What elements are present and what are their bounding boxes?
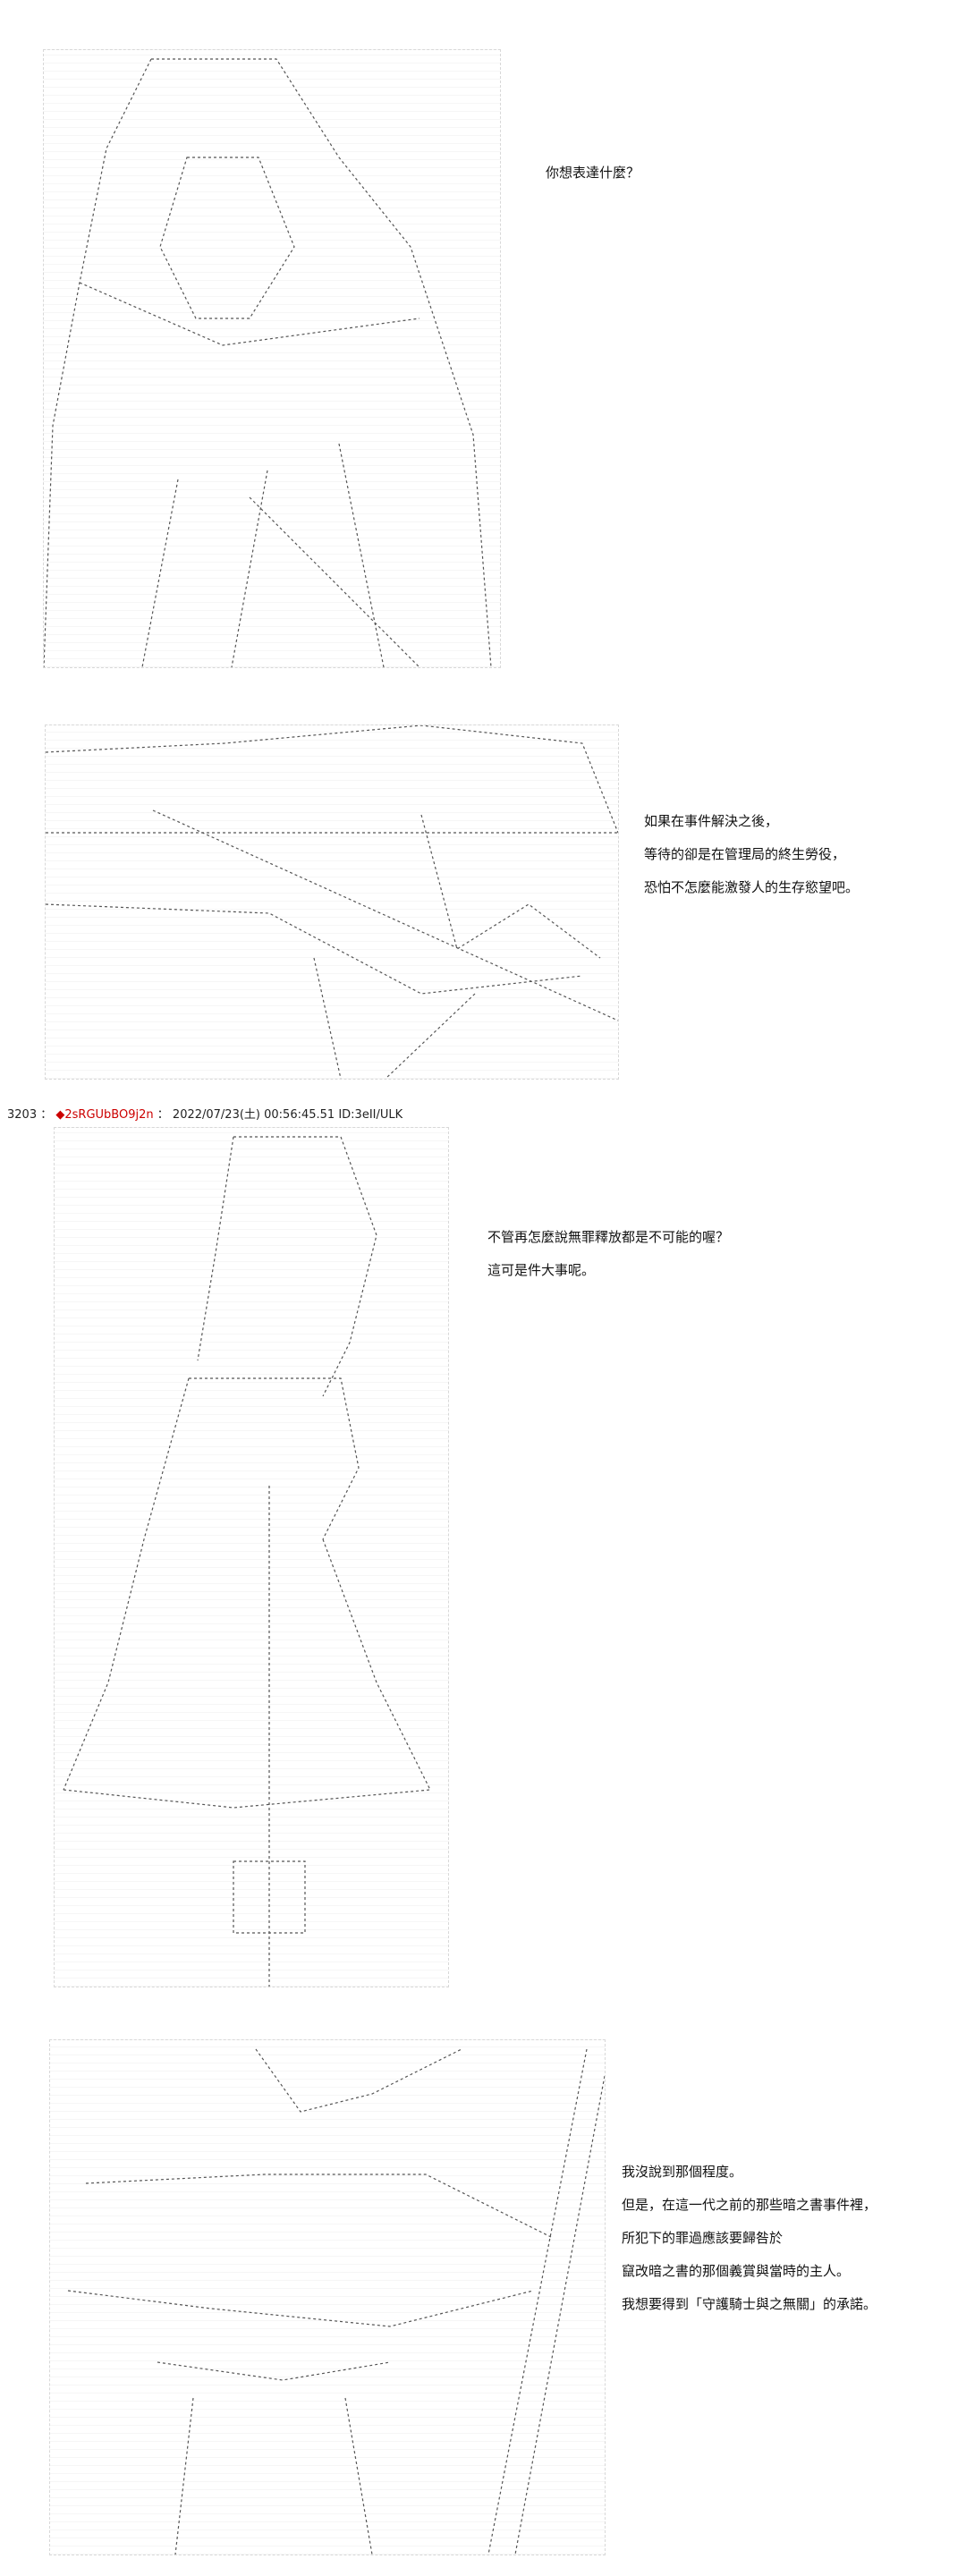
dialog-line: 等待的卻是在管理局的終生勞役， <box>644 846 846 862</box>
ascii-art-sketch-1 <box>44 58 492 667</box>
trip-diamond-icon: ◆ <box>55 1108 65 1122</box>
dialog-panel-2: 如果在事件解決之後， 等待的卻是在管理局的終生勞役， 恐怕不怎麼能激發人的生存慾… <box>644 805 859 904</box>
post-trip[interactable]: 2sRGUbBO9j2n <box>64 1108 154 1122</box>
post-number: 3203 <box>7 1108 38 1122</box>
ascii-art-sketch-4 <box>67 2048 605 2555</box>
ascii-art-sketch-3 <box>63 1136 431 1987</box>
dialog-line: 竄改暗之書的那個義賞與當時的主人。 <box>622 2263 851 2279</box>
dialog-line: 這可是件大事呢。 <box>487 1262 596 1278</box>
dialog-line: 所犯下的罪過應該要歸咎於 <box>622 2230 784 2246</box>
dialog-line: 不管再怎麼說無罪釋放都是不可能的喔？ <box>487 1229 730 1245</box>
dialog-panel-1: 你想表達什麼？ <box>546 157 640 190</box>
panel-2: 如果在事件解決之後， 等待的卻是在管理局的終生勞役， 恐怕不怎麼能激發人的生存慾… <box>0 716 966 1091</box>
post-separator-2: ： <box>157 1108 169 1122</box>
ascii-art-character-4 <box>49 2039 606 2555</box>
dialog-line: 我想要得到「守護騎士與之無關」的承諾。 <box>622 2296 877 2312</box>
ascii-art-character-3 <box>54 1127 449 1987</box>
dialog-line: 恐怕不怎麼能激發人的生存慾望吧。 <box>644 879 860 895</box>
dialog-line: 但是，在這一代之前的那些暗之書事件裡， <box>622 2197 877 2213</box>
dialog-panel-4: 我沒說到那個程度。 但是，在這一代之前的那些暗之書事件裡， 所犯下的罪過應該要歸… <box>622 2156 877 2321</box>
ascii-art-sketch-2 <box>46 725 618 1079</box>
panel-1: 你想表達什麼？ <box>0 0 966 680</box>
post-header: 3203 ： ◆2sRGUbBO9j2n ： 2022/07/23(土) 00:… <box>7 1105 402 1122</box>
dialog-line: 如果在事件解決之後， <box>644 813 779 829</box>
ascii-art-character-1 <box>43 49 501 668</box>
dialog-panel-3: 不管再怎麼說無罪釋放都是不可能的喔？ 這可是件大事呢。 <box>487 1221 729 1287</box>
ascii-art-character-2 <box>45 724 619 1080</box>
post-separator: ： <box>40 1108 53 1122</box>
post-id: ID:3eII/ULK <box>338 1108 403 1122</box>
post-datetime: 2022/07/23(土) 00:56:45.51 <box>172 1108 335 1122</box>
dialog-line: 你想表達什麼？ <box>546 165 640 181</box>
dialog-line: 我沒說到那個程度。 <box>622 2164 743 2180</box>
panel-3: 不管再怎麼說無罪釋放都是不可能的喔？ 這可是件大事呢。 <box>0 1123 966 2008</box>
panel-4: 我沒說到那個程度。 但是，在這一代之前的那些暗之書事件裡， 所犯下的罪過應該要歸… <box>0 2030 966 2567</box>
